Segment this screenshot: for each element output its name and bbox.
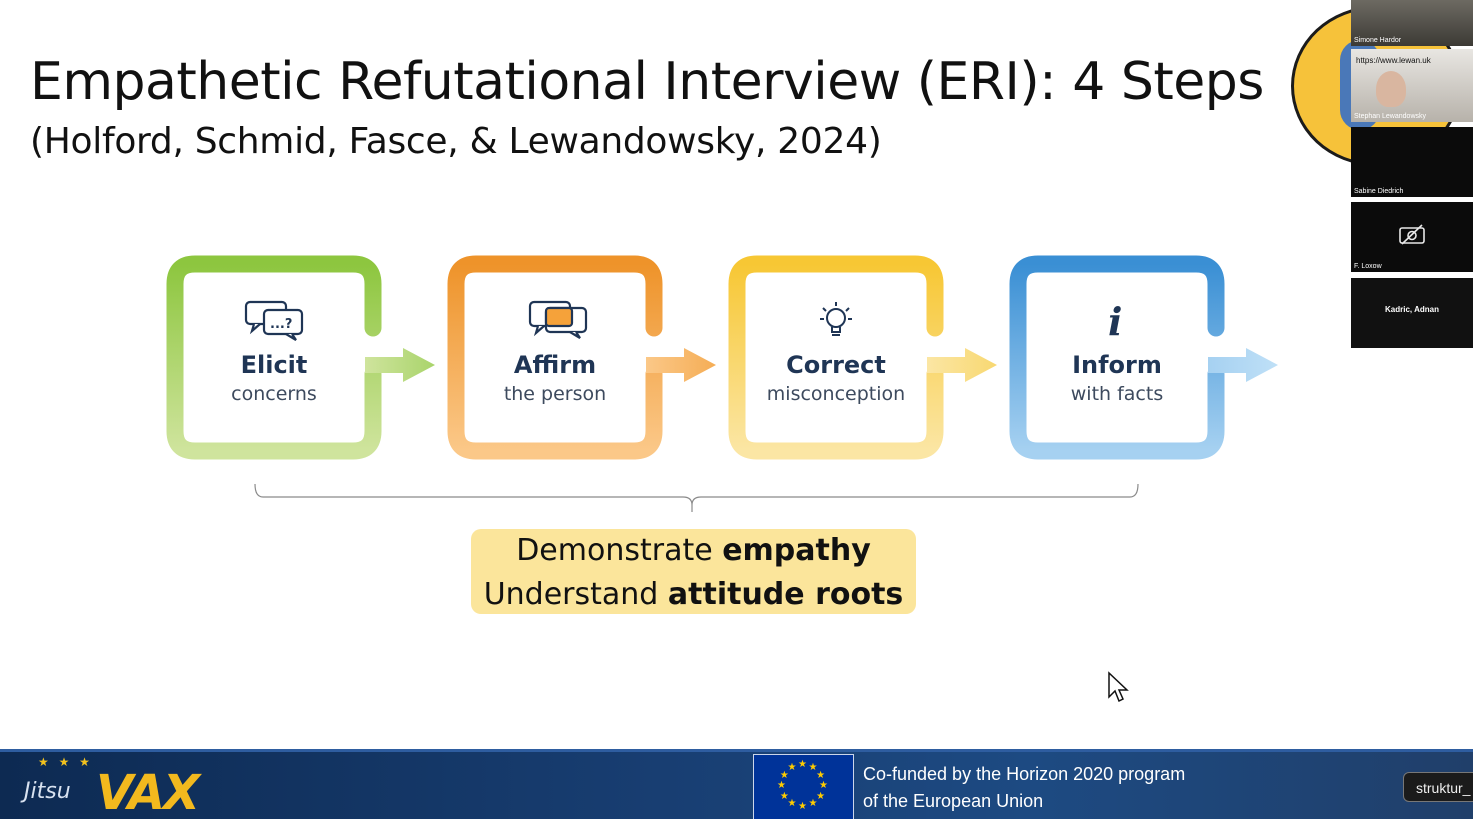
participant-name: Stephan Lewandowsky [1354, 113, 1426, 120]
info-icon: i [1108, 299, 1122, 344]
empathy-line-2-text: Understand [483, 577, 668, 612]
step-title: Elicit [240, 351, 308, 379]
empathy-line-2-bold: attitude roots [667, 577, 904, 612]
eu-star-icon: ★ [808, 798, 818, 810]
participant-tile-3[interactable]: Sabine Diedrich [1351, 127, 1473, 197]
svg-text:i: i [1108, 299, 1122, 344]
lightbulb-icon [820, 302, 852, 336]
step-title: Correct [786, 351, 886, 379]
speech-bubbles-question-icon: ...? [244, 300, 304, 341]
step-arrow-elicit [365, 348, 435, 382]
eu-star-icon: ★ [779, 769, 789, 781]
speech-bubbles-icon [528, 300, 588, 339]
eu-star-icon: ★ [787, 798, 797, 810]
step-elicit: Elicit concerns [174, 351, 374, 407]
step-frame-correct [728, 255, 944, 460]
logo-jitsu-text: Jitsu [24, 779, 71, 804]
bracket [254, 483, 1139, 512]
step-correct: Correct misconception [736, 351, 936, 407]
camera-off-icon [1398, 223, 1426, 251]
slide-title: Empathetic Refutational Interview (ERI):… [30, 52, 1264, 112]
participant-tile-1[interactable]: Simone Hardor [1351, 0, 1473, 46]
participant-face [1376, 71, 1406, 107]
eu-funding-line-2: of the European Union [863, 791, 1044, 811]
empathy-line-1: Demonstrate empathy [471, 529, 916, 573]
eu-star-icon: ★ [808, 761, 818, 773]
eu-funding-line-1: Co-funded by the Horizon 2020 program [863, 764, 1186, 784]
eu-star-icon: ★ [798, 759, 807, 770]
participant-url-overlay: https://www.lewan.uk [1356, 56, 1431, 65]
step-subtitle: with facts [1070, 383, 1164, 405]
step-affirm: Affirm the person [455, 351, 655, 407]
eu-stars-icon: ★ ★ ★ [38, 755, 93, 769]
eu-funding-text: Co-funded by the Horizon 2020 program of… [863, 761, 1185, 815]
participant-name: Simone Hardor [1354, 37, 1402, 44]
step-title: Affirm [513, 351, 597, 379]
tooltip-chip[interactable]: struktur_ [1403, 772, 1473, 802]
logo-vax-text: VAX [96, 765, 200, 819]
participant-name: Kadric, Adnan [1385, 305, 1439, 314]
step-arrow-inform [1208, 348, 1278, 382]
eu-star-icon: ★ [816, 769, 826, 781]
eu-star-icon: ★ [819, 780, 828, 791]
step-arrow-correct [927, 348, 997, 382]
step-subtitle: concerns [231, 383, 317, 405]
slide-subtitle: (Holford, Schmid, Fasce, & Lewandowsky, … [30, 121, 882, 162]
participant-name: Sabine Diedrich [1354, 188, 1404, 195]
step-frame-elicit [166, 255, 382, 460]
eu-flag-icon: ★★★★★★★★★★★★ [753, 754, 854, 819]
empathy-line-2: Understand attitude roots [471, 573, 916, 617]
empathy-line-1-text: Demonstrate [516, 533, 723, 568]
footer-divider [0, 749, 1473, 752]
slide-footer: ★ ★ ★ Jitsu VAX ★★★★★★★★★★★★ Co-funded b… [0, 749, 1473, 819]
empathy-callout: Demonstrate empathy Understand attitude … [471, 529, 916, 614]
empathy-line-1-bold: empathy [722, 533, 871, 568]
svg-text:...?: ...? [270, 317, 292, 332]
step-arrow-affirm [646, 348, 716, 382]
step-frame-inform [1009, 255, 1225, 460]
eu-star-icon: ★ [816, 790, 826, 802]
participant-tile-4[interactable]: F. Loxow [1351, 202, 1473, 272]
eu-star-icon: ★ [777, 780, 786, 791]
step-inform: Inform with facts [1017, 351, 1217, 407]
step-subtitle: the person [503, 383, 607, 405]
participant-tile-5[interactable]: Kadric, Adnan [1351, 278, 1473, 348]
step-title: Inform [1072, 351, 1162, 379]
eu-star-icon: ★ [787, 761, 797, 773]
step-subtitle: misconception [766, 383, 906, 405]
participant-name: F. Loxow [1354, 263, 1382, 270]
step-frame-affirm [447, 255, 663, 460]
mouse-cursor-icon [1108, 671, 1129, 703]
eu-star-icon: ★ [779, 790, 789, 802]
participant-tile-2[interactable]: https://www.lewan.uk Stephan Lewandowsky [1351, 49, 1473, 122]
eu-star-icon: ★ [798, 801, 807, 812]
